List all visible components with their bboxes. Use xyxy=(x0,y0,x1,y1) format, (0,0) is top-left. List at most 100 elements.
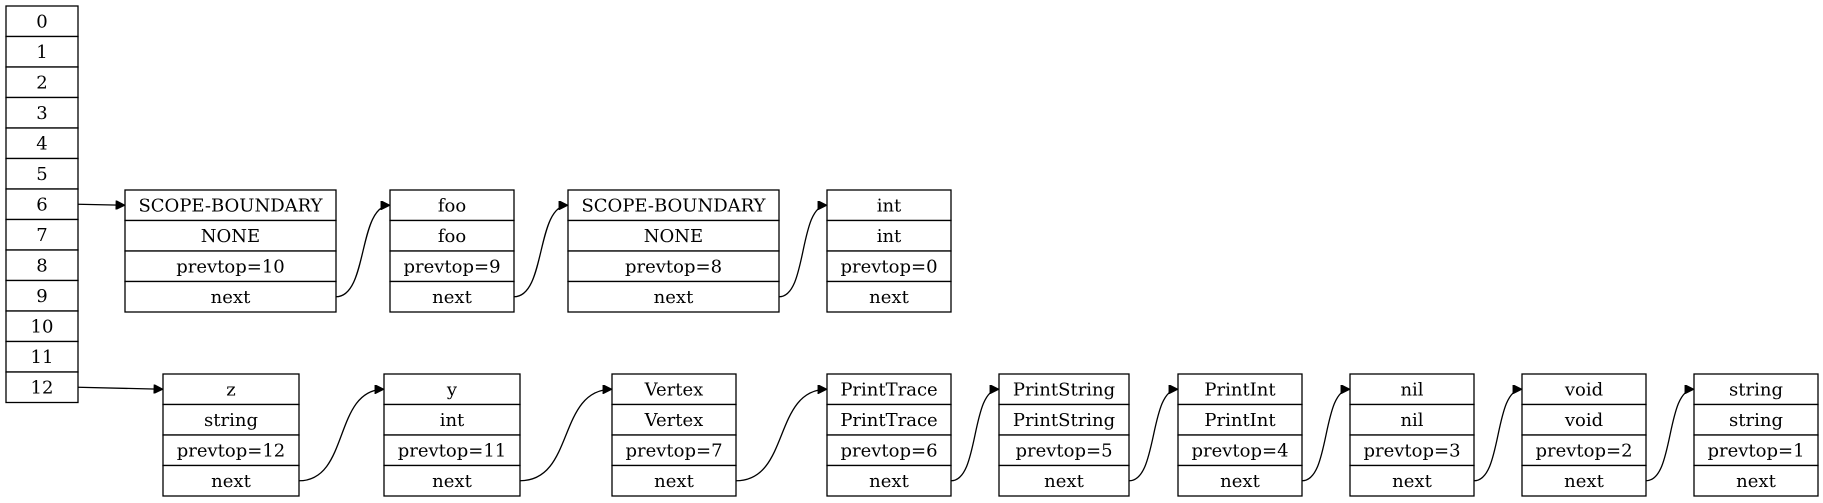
hash-slot-4: 4 xyxy=(5,127,79,160)
node-next-label: next xyxy=(1220,471,1260,492)
node-value-cell xyxy=(389,219,515,252)
node-prevtop-label: prevtop=8 xyxy=(625,256,722,277)
node-value-cell xyxy=(826,403,952,436)
node-value-label: string xyxy=(1729,410,1783,431)
node-prevtop-label: prevtop=2 xyxy=(1535,440,1632,461)
hash-slot-1: 1 xyxy=(5,35,79,68)
node-prevtop-cell xyxy=(1521,434,1647,467)
node-value-label: Vertex xyxy=(644,410,704,431)
node-value-label: PrintInt xyxy=(1204,410,1276,431)
hash-slot-label: 1 xyxy=(36,42,47,63)
node-prevtop-cell xyxy=(383,434,521,467)
node-name-cell xyxy=(826,373,952,406)
hash-slot-7: 7 xyxy=(5,218,79,251)
node-name-cell xyxy=(826,189,952,222)
node-name-label: PrintString xyxy=(1013,379,1115,400)
node-prevtop-cell xyxy=(998,434,1130,467)
symbol-node: string string prevtop=1 next xyxy=(1693,373,1819,497)
hash-slot-10: 10 xyxy=(5,310,79,343)
node-value-label: string xyxy=(204,410,258,431)
node-name-cell xyxy=(567,189,780,222)
hash-slot-label: 10 xyxy=(31,316,54,337)
next-pointer xyxy=(735,389,827,482)
node-name-label: foo xyxy=(438,195,466,216)
node-next-cell xyxy=(124,280,337,313)
hash-slot-label: 6 xyxy=(36,194,47,215)
node-prevtop-label: prevtop=6 xyxy=(840,440,937,461)
node-name-cell xyxy=(389,189,515,222)
node-name-cell xyxy=(1521,373,1647,406)
next-pointer xyxy=(513,205,568,298)
hash-slot-cell xyxy=(5,35,79,68)
node-next-cell xyxy=(826,280,952,313)
node-next-label: next xyxy=(869,471,909,492)
node-prevtop-cell xyxy=(1349,434,1475,467)
node-name-label: nil xyxy=(1400,379,1423,400)
hash-slot-label: 9 xyxy=(36,286,47,307)
node-next-label: next xyxy=(654,471,694,492)
node-prevtop-label: prevtop=1 xyxy=(1707,440,1804,461)
node-name-label: int xyxy=(877,195,902,216)
node-next-cell xyxy=(998,464,1130,497)
next-pointer xyxy=(1301,389,1350,482)
slot-12-pointer xyxy=(77,387,163,389)
hash-slot-2: 2 xyxy=(5,66,79,99)
node-value-label: PrintString xyxy=(1013,410,1115,431)
hash-slot-5: 5 xyxy=(5,157,79,190)
node-next-cell xyxy=(389,280,515,313)
node-value-label: void xyxy=(1564,410,1603,431)
node-prevtop-label: prevtop=7 xyxy=(625,440,722,461)
node-prevtop-label: prevtop=10 xyxy=(176,256,285,277)
node-value-cell xyxy=(567,219,780,252)
node-value-cell xyxy=(124,219,337,252)
node-value-cell xyxy=(1177,403,1303,436)
node-next-label: next xyxy=(869,287,909,308)
node-name-label: z xyxy=(226,379,235,400)
hash-slot-label: 5 xyxy=(36,164,47,185)
node-next-label: next xyxy=(432,287,472,308)
hash-slot-cell xyxy=(5,218,79,251)
node-next-cell xyxy=(1177,464,1303,497)
node-next-cell xyxy=(1693,464,1819,497)
next-pointer xyxy=(298,389,384,482)
node-next-label: next xyxy=(1736,471,1776,492)
hash-slot-8: 8 xyxy=(5,249,79,282)
chain-pointers xyxy=(77,204,1694,482)
node-value-label: int xyxy=(877,226,902,247)
node-prevtop-label: prevtop=3 xyxy=(1363,440,1460,461)
hash-slot-label: 3 xyxy=(36,103,47,124)
node-name-cell xyxy=(611,373,737,406)
hash-slot-11: 11 xyxy=(5,340,79,373)
node-prevtop-cell xyxy=(611,434,737,467)
next-pointer xyxy=(1645,389,1694,482)
hash-slot-12: 12 xyxy=(5,371,79,404)
node-next-cell xyxy=(567,280,780,313)
node-prevtop-label: prevtop=9 xyxy=(403,256,500,277)
node-value-label: NONE xyxy=(644,226,703,247)
node-next-label: next xyxy=(211,471,251,492)
hash-slot-cell xyxy=(5,5,79,38)
node-prevtop-cell xyxy=(124,250,337,283)
node-next-label: next xyxy=(1564,471,1604,492)
next-pointer xyxy=(778,205,827,298)
node-name-label: string xyxy=(1729,379,1783,400)
next-pointer xyxy=(950,389,999,482)
node-name-cell xyxy=(1177,373,1303,406)
node-prevtop-cell xyxy=(826,250,952,283)
hash-slot-label: 8 xyxy=(36,255,47,276)
node-next-cell xyxy=(162,464,300,497)
hash-slot-label: 2 xyxy=(36,72,47,93)
node-name-cell xyxy=(383,373,521,406)
hash-slot-label: 12 xyxy=(31,377,54,398)
hash-slot-cell xyxy=(5,310,79,343)
node-name-label: SCOPE-BOUNDARY xyxy=(138,195,323,216)
